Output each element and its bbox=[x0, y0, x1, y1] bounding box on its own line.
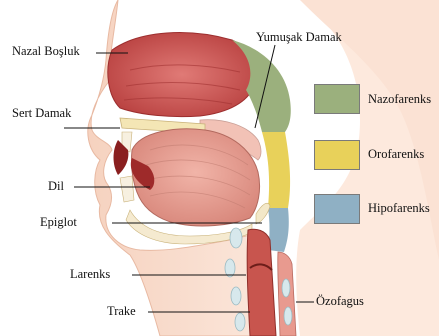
nasal-cavity bbox=[108, 33, 256, 117]
label-dil: Dil bbox=[48, 180, 64, 193]
label-larenks: Larenks bbox=[70, 268, 110, 281]
label-nazal-bosluk: Nazal Boşluk bbox=[12, 45, 80, 58]
label-sert-damak: Sert Damak bbox=[12, 107, 71, 120]
legend-swatch-hipofarenks bbox=[314, 194, 360, 224]
legend-swatch-orofarenks bbox=[314, 140, 360, 170]
legend-label-hipofarenks: Hipofarenks bbox=[368, 202, 430, 215]
hypopharynx-region bbox=[268, 208, 289, 252]
label-trake: Trake bbox=[107, 305, 136, 318]
label-ozofagus: Özofagus bbox=[316, 295, 364, 308]
teeth-lower bbox=[120, 176, 134, 202]
label-yumusak-damak: Yumuşak Damak bbox=[256, 31, 342, 44]
label-epiglot: Epiglot bbox=[40, 216, 77, 229]
legend-label-orofarenks: Orofarenks bbox=[368, 148, 424, 161]
legend-swatch-nazofarenks bbox=[314, 84, 360, 114]
oropharynx-region bbox=[262, 132, 290, 208]
legend-label-nazofarenks: Nazofarenks bbox=[368, 93, 431, 106]
epiglottis bbox=[256, 203, 270, 224]
